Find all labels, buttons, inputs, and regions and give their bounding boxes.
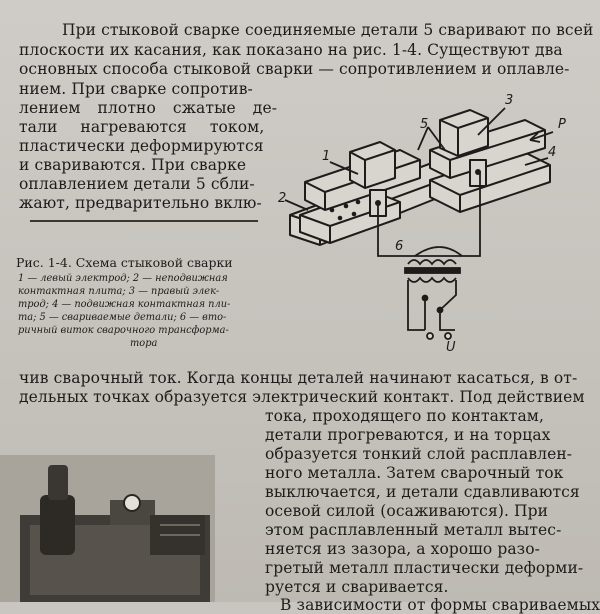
figure-caption-line: контактная плита; 3 — правый элек-	[18, 286, 220, 297]
figure-caption-line: трод; 4 — подвижная контактная пли-	[18, 299, 231, 310]
figure-caption-line: тора	[130, 338, 158, 349]
text-line: руется и сваривается.	[265, 578, 449, 596]
secondary-turn	[377, 172, 481, 257]
text-line: и свариваются. При сварке	[19, 156, 247, 174]
text-line: выключается, и детали сдавливаются	[265, 483, 580, 501]
text-line: нием. При сварке сопротив-	[19, 80, 253, 98]
figure-caption-line: та; 5 — свариваемые детали; 6 — вто-	[18, 312, 227, 323]
text-line: тали нагреваются током,	[19, 118, 265, 136]
label-3: 3	[505, 93, 513, 108]
text-line: оплавлением детали 5 сбли-	[19, 175, 255, 193]
text-line: ного металла. Затем сварочный ток	[265, 464, 564, 482]
label-2: 2	[278, 191, 286, 206]
text-line: осевой силой (осаживаются). При	[265, 502, 549, 520]
label-5: 5	[420, 117, 428, 132]
separator-rule	[30, 220, 258, 222]
text-line: образуется тонкий слой расплавлен-	[265, 445, 573, 463]
label-p: P	[558, 117, 566, 132]
label-1: 1	[322, 149, 330, 164]
text-line: плоскости их касания, как показано на ри…	[19, 41, 563, 59]
text-line: чив сварочный ток. Когда концы деталей н…	[19, 369, 578, 387]
label-4: 4	[548, 145, 556, 160]
text-line: жают, предварительно вклю-	[19, 194, 262, 212]
label-uc: U	[446, 340, 456, 355]
text-line: тока, проходящего по контактам,	[265, 407, 544, 425]
label-6: 6	[395, 239, 403, 254]
text-line: дельных точках образуется электрический …	[19, 388, 585, 406]
text-line: детали прогреваются, и на торцах	[265, 426, 551, 444]
welding-machine-photo	[0, 455, 215, 602]
text-line: этом расплавленный металл вытес-	[265, 521, 562, 539]
figure-caption-title: Рис. 1-4. Схема стыковой сварки	[16, 255, 233, 270]
figure-caption-line: 1 — левый электрод; 2 — неподвижная	[18, 273, 228, 284]
text-line: При стыковой сварке соединяемые детали 5…	[62, 21, 594, 39]
figure-caption-line: ричный виток сварочного трансформа-	[18, 325, 229, 336]
text-line: лением плотно сжатые де-	[19, 99, 278, 117]
text-line: пластически деформируются	[19, 137, 264, 155]
text-line: основных способа стыковой сварки — сопро…	[19, 60, 570, 78]
text-line: В зависимости от формы свариваемых	[280, 596, 600, 614]
butt-welding-diagram: 1 2 3 4 5 6 P U	[278, 93, 566, 355]
left-electrode	[349, 141, 396, 189]
text-line: няется из зазора, а хорошо разо-	[265, 540, 541, 558]
text-line: гретый металл пластически деформи-	[265, 559, 584, 577]
